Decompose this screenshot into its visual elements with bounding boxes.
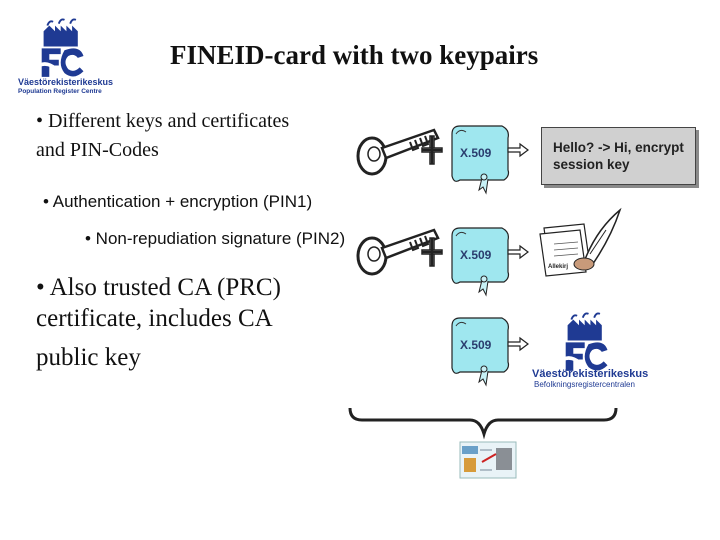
bullet-authentication: • Authentication + encryption (PIN1) — [43, 192, 313, 211]
certificate-label-2: X.509 — [460, 248, 492, 262]
bullet-ca-line-1: • Also trusted CA (PRC) — [36, 274, 281, 301]
session-key-callout: Hello? -> Hi, encrypt session key — [541, 127, 696, 185]
arrow-right-icon — [504, 244, 528, 260]
logo-population-register-centre: Väestörekisterikeskus Population Registe… — [15, 15, 114, 100]
signature-paper-text: Allekirj — [548, 264, 569, 270]
logo-subtitle: Population Register Centre — [18, 88, 102, 95]
logo-subtitle: Befolkningsregistercentralen — [534, 380, 635, 389]
logo-befolkningsregistercentralen: Väestörekisterikeskus Befolkningsregiste… — [532, 308, 662, 389]
quill-pen-paper-icon — [540, 206, 624, 278]
logo-name: Väestörekisterikeskus — [532, 368, 649, 380]
id-card-icon — [460, 442, 516, 478]
callout-line-1: Hello? -> Hi, encrypt — [553, 140, 684, 155]
logo-name: Väestörekisterikeskus — [18, 77, 114, 87]
certificate-label-3: X.509 — [460, 338, 492, 352]
callout-line-2: session key — [553, 157, 630, 172]
certificate-label-1: X.509 — [460, 146, 492, 160]
bullet-keys-line-1: • Different keys and certificates — [36, 110, 290, 132]
plus-icon — [420, 238, 444, 268]
arrow-right-icon — [504, 336, 528, 352]
slide-title: FINEID-card with two keypairs — [170, 40, 539, 70]
key-icon — [356, 226, 426, 276]
plus-icon — [420, 136, 444, 166]
bullet-non-repudiation: • Non-repudiation signature (PIN2) — [85, 229, 346, 248]
bullet-ca-line-2: certificate, includes CA — [36, 305, 273, 332]
curly-brace-icon — [348, 404, 618, 438]
bullet-ca-line-3: public key — [36, 344, 141, 371]
arrow-right-icon — [504, 142, 528, 158]
key-icon — [356, 126, 426, 176]
bullet-keys-line-2: and PIN-Codes — [36, 139, 159, 161]
